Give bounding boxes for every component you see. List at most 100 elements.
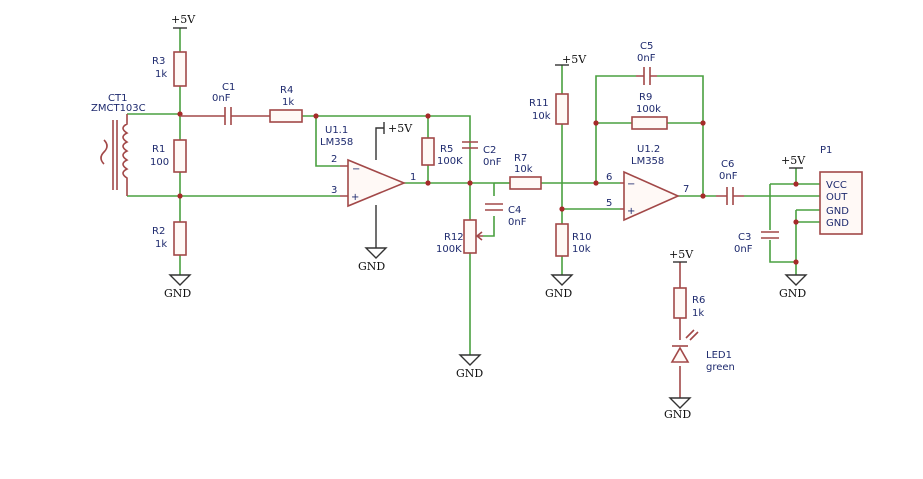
u1b-ref: U1.2 <box>637 144 660 155</box>
c4-value: 0nF <box>508 217 527 228</box>
c3-ref: C3 <box>738 232 751 243</box>
r2-value: 1k <box>155 239 167 250</box>
power-symbol-vcc: +5V <box>781 154 806 169</box>
u1a-minus-sign: − <box>352 164 360 175</box>
gnd-label: GND <box>779 287 806 300</box>
capacitor-c2: C2 0nF <box>462 141 502 168</box>
gnd-label: GND <box>164 287 191 300</box>
vcc-label: +5V <box>171 13 196 26</box>
ct1-value: ZMCT103C <box>91 103 146 114</box>
r7-value: 10k <box>514 164 533 175</box>
c4-ref: C4 <box>508 205 521 216</box>
capacitor-c1: C1 0nF <box>180 82 236 125</box>
ground-symbol: GND <box>456 354 483 380</box>
u1a-plus-sign: + <box>351 192 359 203</box>
u1a-pin-1: 1 <box>410 172 416 183</box>
led-led1: LED1 green <box>670 329 735 373</box>
r3-value: 1k <box>155 69 167 80</box>
u1b-value: LM358 <box>631 156 664 167</box>
vcc-label: +5V <box>669 248 694 261</box>
ground-symbol: GND <box>545 274 574 300</box>
u1b-minus-sign: − <box>627 179 635 190</box>
r4-value: 1k <box>282 97 294 108</box>
u1b-pin-5: 5 <box>606 198 612 209</box>
led1-value: green <box>706 362 735 373</box>
resistor-r3: R3 1k <box>152 51 187 87</box>
u1a-ref: U1.1 <box>325 125 348 136</box>
potentiometer-r12: R12 100K <box>436 219 483 255</box>
u1a-pin-3: 3 <box>331 185 337 196</box>
capacitor-c3: C3 0nF <box>734 231 779 255</box>
power-symbol-vcc: +5V <box>555 53 587 66</box>
ground-symbol: GND <box>664 397 692 421</box>
r12-ref: R12 <box>444 232 464 243</box>
opamp-u1-1: − + 2 3 1 U1.1 LM358 <box>320 125 416 208</box>
r3-ref: R3 <box>152 56 165 67</box>
capacitor-c5: C5 0nF <box>636 41 657 85</box>
led1-ref: LED1 <box>706 350 732 361</box>
resistor-r4: R4 1k <box>236 85 303 123</box>
r6-value: 1k <box>692 308 704 319</box>
resistor-r2: R2 1k <box>152 221 187 256</box>
p1-pin-gnd: GND <box>826 218 849 229</box>
connector-p1: P1 VCC OUT GND GND <box>819 145 863 235</box>
c1-value: 0nF <box>212 93 231 104</box>
gnd-label: GND <box>358 260 385 273</box>
r7-ref: R7 <box>514 153 527 164</box>
gnd-label: GND <box>664 408 691 421</box>
gnd-label: GND <box>545 287 572 300</box>
power-symbol-vcc: +5V <box>383 122 413 135</box>
resistor-r9: R9 100k <box>631 92 668 130</box>
c2-value: 0nF <box>483 157 502 168</box>
r5-ref: R5 <box>440 144 453 155</box>
c6-value: 0nF <box>719 171 738 182</box>
u1a-pin-2: 2 <box>331 154 337 165</box>
r1-value: 100 <box>150 157 169 168</box>
c6-ref: C6 <box>721 159 734 170</box>
resistor-r11: R11 10k <box>529 93 569 125</box>
resistor-r6: R6 1k <box>673 287 705 319</box>
capacitor-c4: C4 0nF <box>485 203 527 228</box>
resistor-r10: R10 10k <box>555 223 592 257</box>
power-symbol-vcc: +5V <box>669 248 694 263</box>
vcc-label: +5V <box>388 122 413 135</box>
r10-value: 10k <box>572 244 591 255</box>
c5-value: 0nF <box>637 53 656 64</box>
vcc-label: +5V <box>562 53 587 66</box>
r6-ref: R6 <box>692 295 705 306</box>
u1a-value: LM358 <box>320 137 353 148</box>
p1-ref: P1 <box>820 145 832 156</box>
resistor-r5: R5 100K <box>421 137 463 167</box>
gnd-label: GND <box>456 367 483 380</box>
r1-ref: R1 <box>152 144 165 155</box>
ground-symbol: GND <box>164 274 192 300</box>
resistor-r1: R1 100 <box>150 139 187 173</box>
r2-ref: R2 <box>152 226 165 237</box>
ground-symbol: GND <box>358 247 388 273</box>
c1-ref: C1 <box>222 82 235 93</box>
junctions <box>177 111 799 265</box>
u1b-pin-6: 6 <box>606 172 612 183</box>
c3-value: 0nF <box>734 244 753 255</box>
ground-symbol: GND <box>779 274 808 300</box>
r11-ref: R11 <box>529 98 549 109</box>
r4-ref: R4 <box>280 85 293 96</box>
u1b-plus-sign: + <box>627 206 635 217</box>
c2-ref: C2 <box>483 145 496 156</box>
u1b-pin-7: 7 <box>683 184 689 195</box>
r11-value: 10k <box>532 111 551 122</box>
p1-pin-vcc: VCC <box>826 180 847 191</box>
opamp-u1-2: − + 6 5 7 U1.2 LM358 <box>606 144 689 222</box>
resistor-r7: R7 10k <box>509 153 542 190</box>
r9-value: 100k <box>636 104 661 115</box>
current-transformer-ct1: CT1 ZMCT103C <box>91 93 146 196</box>
r12-value: 100K <box>436 244 462 255</box>
p1-pin-out: OUT <box>826 192 848 203</box>
capacitor-c6: C6 0nF <box>716 159 744 205</box>
c5-ref: C5 <box>640 41 653 52</box>
ct1-ref: CT1 <box>108 93 127 104</box>
r10-ref: R10 <box>572 232 592 243</box>
r5-value: 100K <box>437 156 463 167</box>
power-symbol-vcc: +5V <box>171 13 196 29</box>
